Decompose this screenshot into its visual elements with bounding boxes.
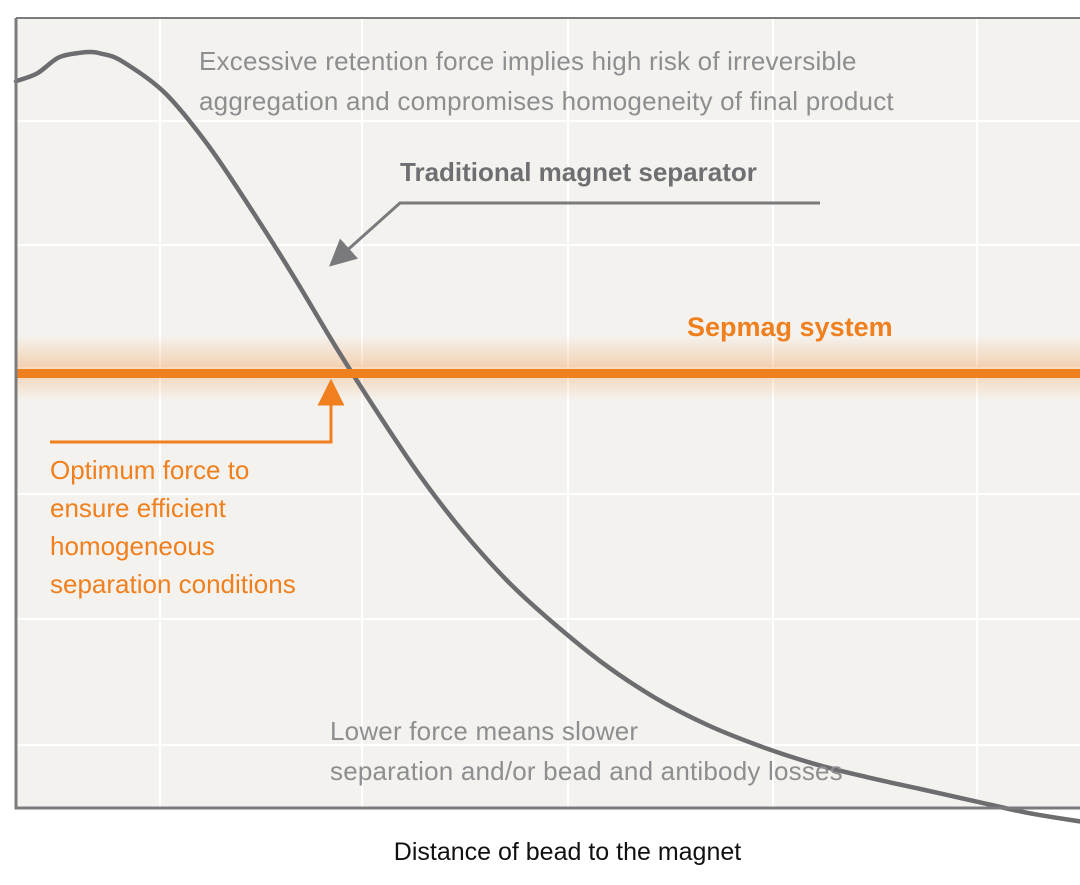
- optimum-arrow: [50, 378, 345, 444]
- x-axis-label: Distance of bead to the magnet: [393, 838, 742, 866]
- traditional-arrow: [328, 201, 820, 267]
- plot-background: [16, 18, 1080, 808]
- series-layer: [13, 49, 1080, 824]
- annotation-excessive: Excessive retention force implies high r…: [199, 41, 894, 121]
- annotation-sepmag-line-1: Sepmag system: [687, 312, 893, 342]
- annotation-optimum-line-2: ensure efficient: [50, 493, 226, 523]
- annotation-lower: Lower force means slower separation and/…: [330, 711, 843, 791]
- annotation-optimum: Optimum force to ensure efficient homoge…: [50, 451, 296, 603]
- annotation-traditional: Traditional magnet separator: [400, 156, 757, 188]
- annotation-excessive-line-2: aggregation and compromises homogeneity …: [199, 86, 894, 116]
- sepmag-glow: [16, 336, 1080, 400]
- series-traditional-magnet-separator-line: [13, 49, 1080, 824]
- annotation-traditional-line-1: Traditional magnet separator: [400, 157, 757, 187]
- annotation-optimum-line-3: homogeneous: [50, 531, 215, 561]
- annotation-optimum-line-1: Optimum force to: [50, 455, 250, 485]
- annotation-sepmag: Sepmag system: [687, 311, 893, 343]
- annotation-excessive-line-1: Excessive retention force implies high r…: [199, 46, 857, 76]
- annotation-optimum-line-4: separation conditions: [50, 569, 296, 599]
- plot-frame: [14, 18, 1080, 810]
- annotation-lower-line-1: Lower force means slower: [330, 716, 639, 746]
- annotation-lower-line-2: separation and/or bead and antibody loss…: [330, 756, 843, 786]
